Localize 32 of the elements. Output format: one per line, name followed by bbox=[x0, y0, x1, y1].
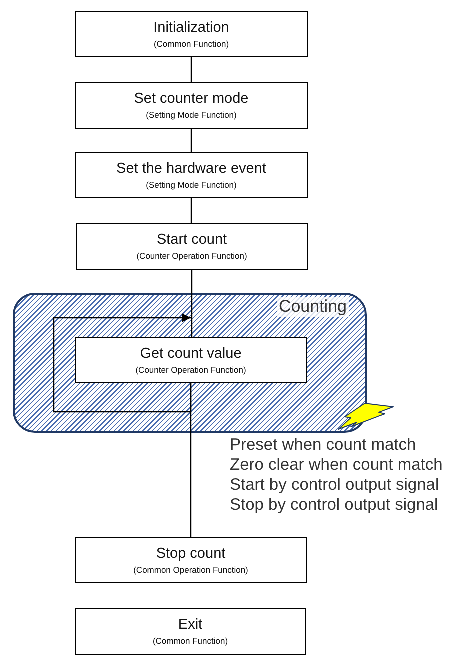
process-box bbox=[75, 11, 308, 57]
note-text: Preset when count match bbox=[230, 435, 418, 455]
step-title: Set counter mode bbox=[134, 91, 249, 108]
process-box bbox=[75, 608, 306, 655]
connector-line bbox=[190, 129, 192, 152]
step-title: Exit bbox=[178, 617, 203, 634]
note-text: Stop by control output signal bbox=[230, 495, 440, 515]
connector-line bbox=[191, 270, 193, 337]
note-text: Zero clear when count match bbox=[230, 455, 443, 475]
function-caption: (Setting Mode Function) bbox=[146, 180, 237, 190]
step-title: Initialization bbox=[154, 20, 230, 36]
region-title: Counting bbox=[276, 297, 349, 317]
process-box bbox=[75, 337, 307, 383]
connector-line bbox=[190, 57, 192, 82]
step-title: Set the hardware event bbox=[116, 160, 266, 178]
function-caption: (Counter Operation Function) bbox=[136, 364, 246, 374]
step-title: Get count value bbox=[140, 346, 242, 362]
function-caption: (Setting Mode Function) bbox=[146, 110, 237, 120]
function-caption: (Common Function) bbox=[154, 38, 230, 48]
hatched-region bbox=[13, 293, 367, 433]
process-box bbox=[75, 82, 308, 129]
function-caption: (Counter Operation Function) bbox=[136, 251, 248, 261]
connector-line bbox=[190, 198, 192, 223]
step-title: Stop count bbox=[156, 546, 226, 562]
note-text: Start by control output signal bbox=[230, 475, 440, 495]
loop-arrow bbox=[53, 314, 192, 413]
process-box bbox=[75, 537, 307, 583]
function-caption: (Common Function) bbox=[152, 636, 228, 646]
step-title: Start count bbox=[156, 232, 228, 249]
process-box bbox=[75, 152, 308, 198]
process-box bbox=[76, 223, 308, 270]
function-caption: (Common Operation Function) bbox=[134, 564, 248, 574]
